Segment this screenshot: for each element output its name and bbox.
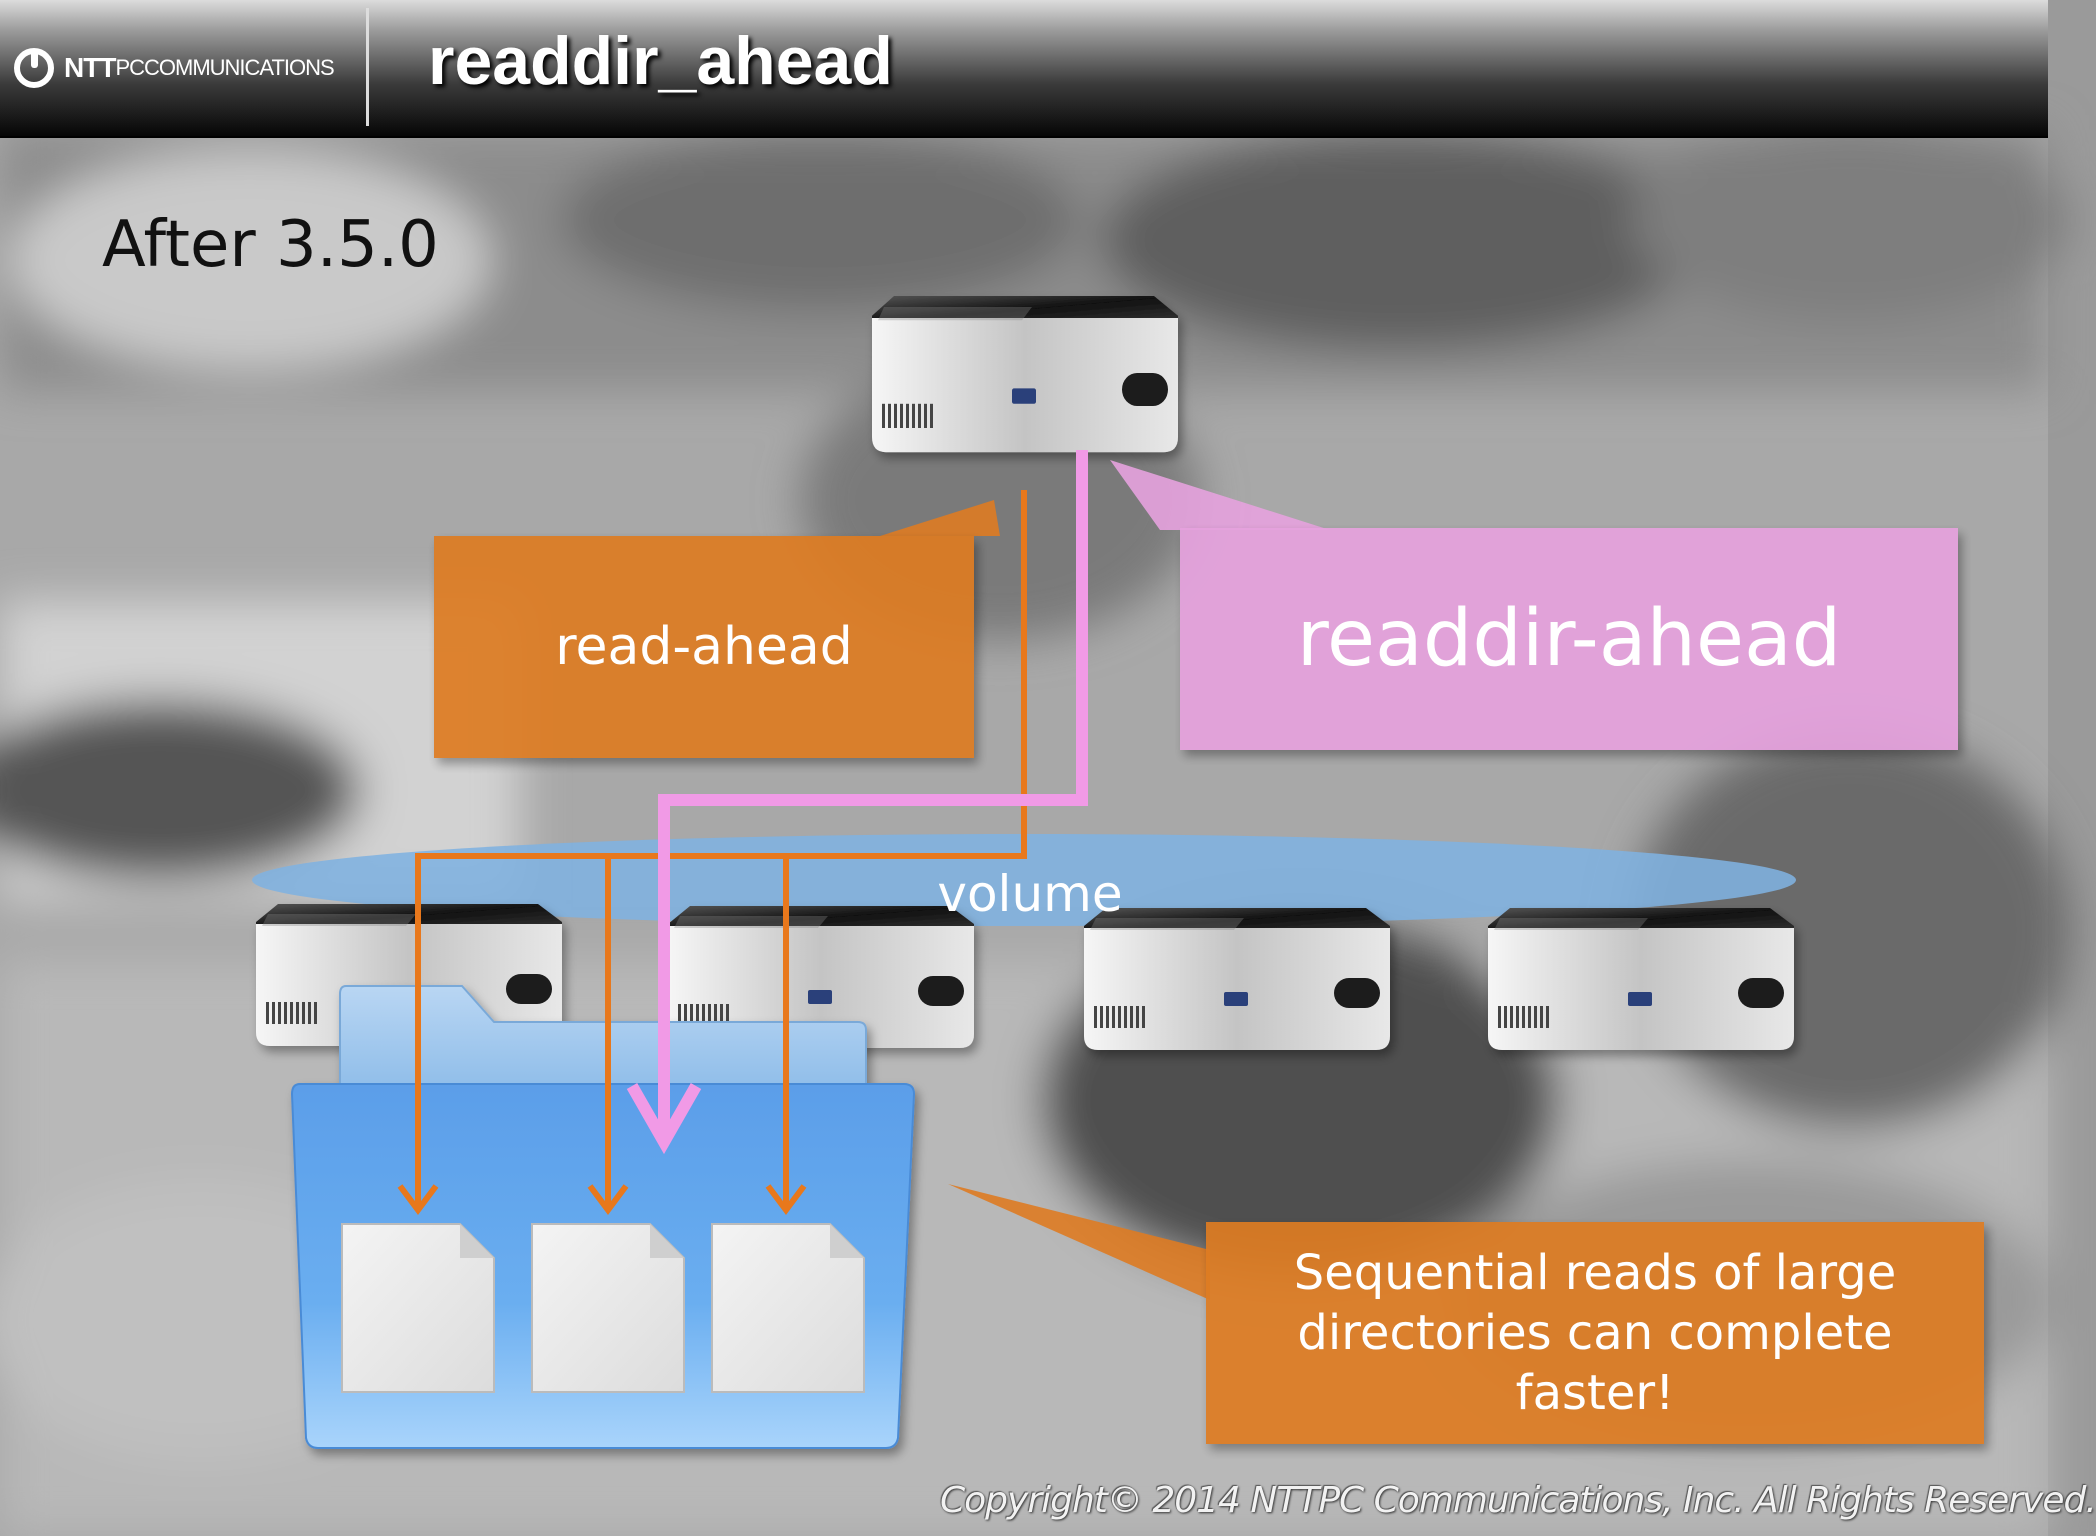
client-server-device xyxy=(872,296,1178,453)
readdir-ahead-label: readdir-ahead xyxy=(1296,594,1842,684)
readdir-ahead-arrow xyxy=(626,450,1088,1155)
read-ahead-arrows xyxy=(397,490,1027,1215)
document-icon-2 xyxy=(531,1223,685,1393)
read-ahead-box xyxy=(434,536,974,758)
volume-label: volume xyxy=(937,865,1123,923)
company-logo: NTT PC COMMUNICATIONS xyxy=(14,44,335,92)
logo-tail: COMMUNICATIONS xyxy=(144,55,335,80)
power-ring-icon xyxy=(14,48,54,88)
note-line-3: faster! xyxy=(1515,1365,1675,1421)
note-line-2: directories can complete xyxy=(1297,1305,1893,1361)
copyright-footer: Copyright© 2014 NTTPC Communications, In… xyxy=(940,1480,2096,1521)
note-line-1: Sequential reads of large xyxy=(1293,1245,1897,1301)
header-divider xyxy=(366,8,369,126)
header-bar: NTT PC COMMUNICATIONS readdir_ahead xyxy=(0,0,2048,138)
note-callout-pointer xyxy=(948,1184,1210,1300)
slide-subtitle: After 3.5.0 xyxy=(102,208,439,282)
note-box xyxy=(1206,1222,1984,1444)
logo-sub: PC xyxy=(115,55,145,80)
readdir-ahead-box xyxy=(1180,528,1958,750)
note-text: Sequential reads of large directories ca… xyxy=(1206,1222,1984,1444)
document-icon-1 xyxy=(341,1223,495,1393)
read-ahead-label: read-ahead xyxy=(555,617,853,677)
storage-device-4 xyxy=(1488,908,1794,1050)
slide-title: readdir_ahead xyxy=(428,23,893,99)
document-icon-3 xyxy=(711,1223,865,1393)
readdir-ahead-callout-pointer xyxy=(1110,460,1330,530)
logo-text: NTT xyxy=(64,52,116,83)
read-ahead-callout-pointer xyxy=(880,500,1000,536)
